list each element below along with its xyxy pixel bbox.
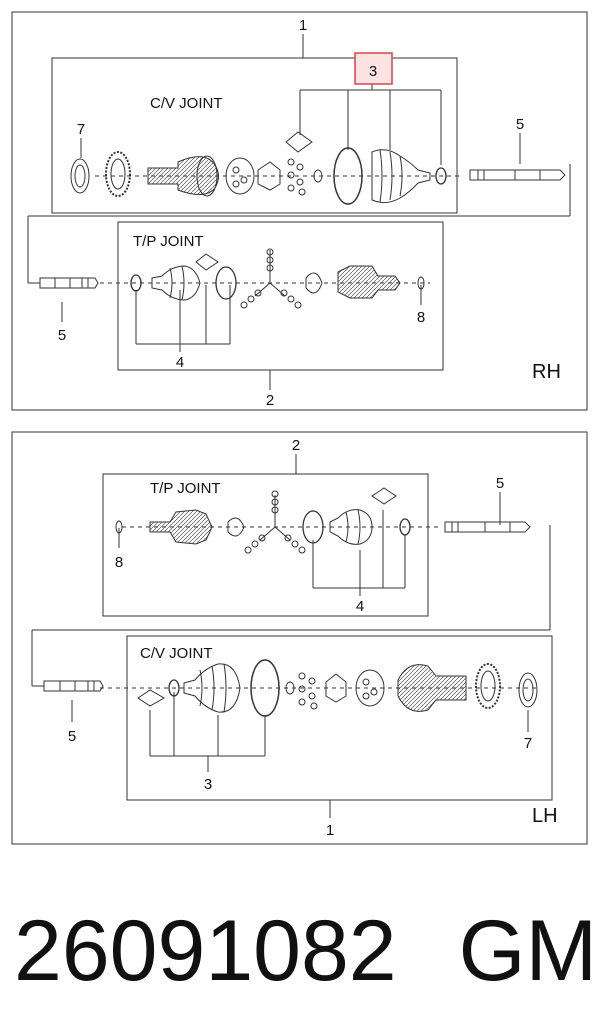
rh-callout-7: 7 bbox=[77, 121, 85, 138]
brand-label: GM bbox=[458, 903, 598, 999]
grease-pack-icon bbox=[371, 487, 397, 505]
lh-panel-frame bbox=[11, 431, 588, 845]
lh-callout-3: 3 bbox=[204, 776, 212, 793]
tp-boot-icon bbox=[329, 509, 373, 545]
highlight-callout-3 bbox=[354, 52, 393, 85]
rh-callout-3: 3 bbox=[369, 63, 377, 80]
lh-callout-8: 8 bbox=[115, 554, 123, 571]
spider-icon bbox=[227, 517, 245, 537]
lh-tp-joint-title: T/P JOINT bbox=[150, 480, 221, 497]
cv-boot-icon bbox=[183, 663, 241, 713]
lh-callout-2: 2 bbox=[292, 437, 300, 454]
rh-callout-5a: 5 bbox=[516, 116, 524, 133]
rh-cv-joint-box bbox=[51, 57, 458, 214]
tripod-housing-icon bbox=[337, 265, 401, 299]
inner-race-icon bbox=[257, 161, 281, 191]
lh-cv-joint-title: C/V JOINT bbox=[140, 645, 213, 662]
rh-panel bbox=[11, 11, 588, 411]
boot-clamp-icon bbox=[250, 659, 280, 717]
abs-tone-ring-icon bbox=[105, 151, 131, 197]
snap-ring-icon bbox=[518, 672, 538, 708]
cv-boot-icon bbox=[371, 149, 431, 204]
outer-joint-housing-icon bbox=[397, 664, 467, 712]
part-number: 26091082 bbox=[14, 903, 397, 999]
spider-icon bbox=[305, 272, 323, 294]
lh-callout-7: 7 bbox=[524, 735, 532, 752]
axle-shaft-end-icon bbox=[43, 680, 104, 692]
small-clamp-icon bbox=[435, 167, 447, 185]
lh-callout-1: 1 bbox=[326, 822, 334, 839]
part-number-footer: 26091082 GM bbox=[14, 896, 597, 1006]
grease-pack-icon bbox=[137, 689, 166, 707]
grease-pack-icon bbox=[285, 131, 313, 153]
tp-boot-icon bbox=[151, 265, 201, 301]
lh-side-label: LH bbox=[532, 805, 558, 827]
grease-pack-icon bbox=[195, 253, 219, 271]
lh-callout-5b: 5 bbox=[68, 728, 76, 745]
abs-tone-ring-icon bbox=[475, 663, 501, 709]
axle-shaft-icon bbox=[444, 521, 531, 533]
rh-callout-2: 2 bbox=[266, 392, 274, 409]
lh-callout-4: 4 bbox=[356, 598, 364, 615]
ball-icon bbox=[287, 158, 295, 166]
lh-callout-5a: 5 bbox=[496, 475, 504, 492]
rh-tp-joint-box bbox=[117, 221, 444, 371]
tripod-housing-icon bbox=[149, 509, 213, 545]
outer-joint-housing-icon bbox=[147, 156, 219, 195]
bearing-cage-icon bbox=[225, 157, 255, 195]
rh-callout-1: 1 bbox=[299, 17, 307, 34]
axle-shaft-end-icon bbox=[39, 277, 99, 289]
rh-callout-4: 4 bbox=[176, 354, 184, 371]
boot-clamp-icon bbox=[333, 147, 363, 205]
lh-tp-joint-box bbox=[102, 473, 429, 617]
lh-cv-joint-box bbox=[126, 635, 553, 801]
snap-ring-icon bbox=[70, 158, 90, 194]
axle-shaft-icon bbox=[469, 169, 566, 181]
rh-tp-joint-title: T/P JOINT bbox=[133, 233, 204, 250]
rh-callout-8: 8 bbox=[417, 309, 425, 326]
lh-panel bbox=[11, 431, 588, 845]
rh-cv-joint-title: C/V JOINT bbox=[150, 95, 223, 112]
rh-panel-frame bbox=[11, 11, 588, 411]
rh-callout-5b: 5 bbox=[58, 327, 66, 344]
rh-side-label: RH bbox=[532, 361, 561, 383]
ball-icon bbox=[298, 672, 306, 680]
inner-race-icon bbox=[325, 673, 347, 703]
bearing-cage-icon bbox=[355, 669, 385, 707]
